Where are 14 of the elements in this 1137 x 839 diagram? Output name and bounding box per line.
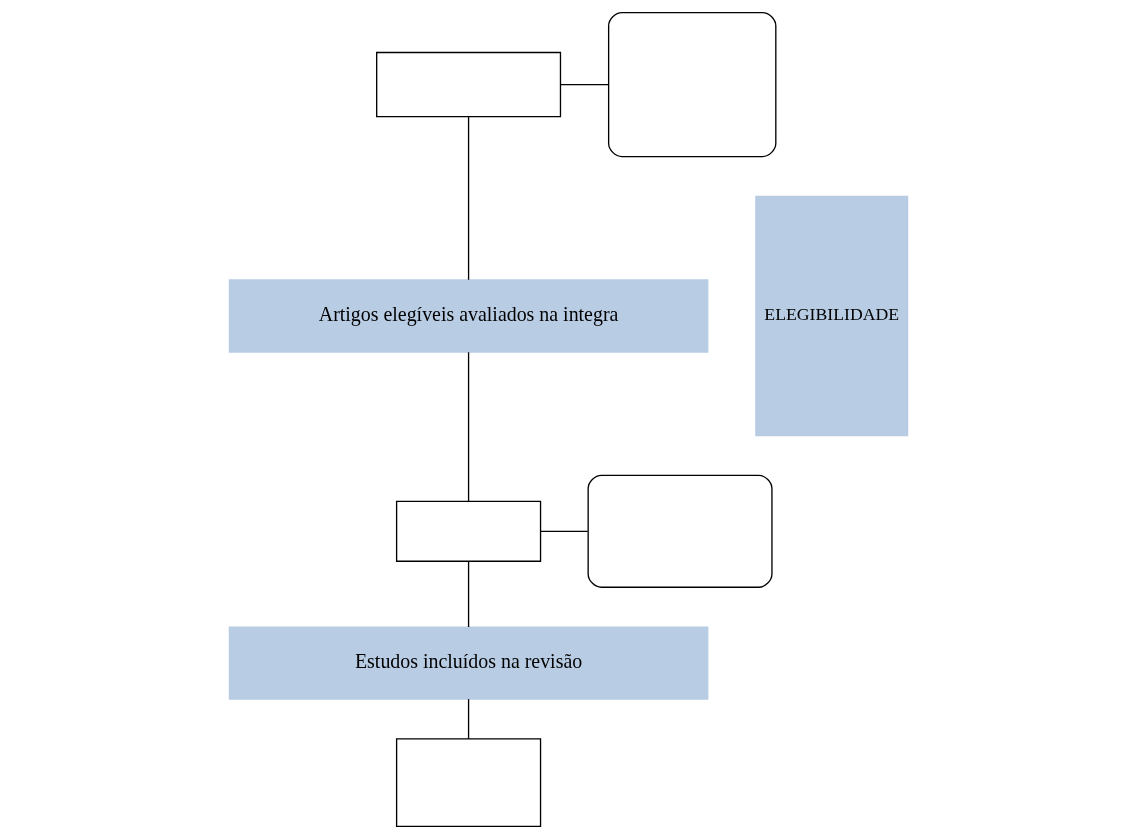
node-box: Artigos elegíveis avaliados na integra <box>228 279 709 353</box>
connector <box>560 83 610 86</box>
connector <box>467 698 470 740</box>
connector <box>467 560 470 628</box>
node-box <box>395 738 542 828</box>
connector <box>540 530 589 532</box>
node-box <box>376 51 562 118</box>
node-box: Estudos incluídos na revisão <box>228 626 709 700</box>
node-box <box>395 500 542 562</box>
node-box <box>587 474 773 588</box>
connector <box>467 351 470 502</box>
node-box: ELEGIBILIDADE <box>755 195 909 437</box>
node-box <box>607 11 777 158</box>
connector <box>467 116 470 281</box>
